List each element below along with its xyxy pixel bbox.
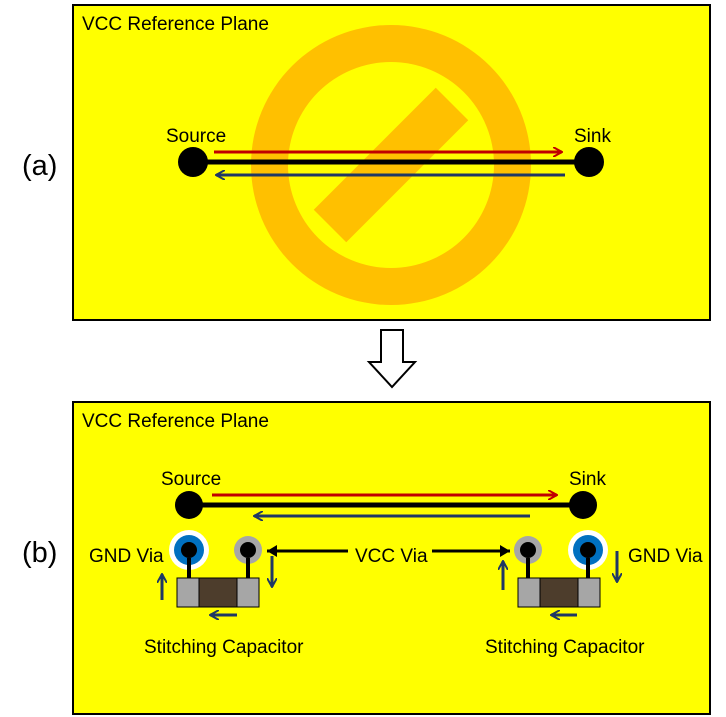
sink-label-b: Sink — [569, 469, 606, 490]
stitching-group-right — [503, 530, 617, 615]
source-label-a: Source — [166, 126, 226, 147]
plane-label-b: VCC Reference Plane — [82, 411, 269, 432]
source-node-b — [175, 491, 203, 519]
panel-tag-b: (b) — [22, 537, 57, 569]
stitching-capacitor-right — [517, 577, 601, 608]
vcc-via-right — [514, 536, 542, 564]
gnd-via-right — [568, 530, 608, 570]
prohibited-sign-icon — [251, 25, 531, 305]
plane-label-a: VCC Reference Plane — [82, 14, 269, 35]
stitching-capacitor-left — [176, 577, 260, 608]
panel-tag-a: (a) — [22, 150, 57, 182]
sink-node-b — [569, 491, 597, 519]
stitching-capacitor-label-left: Stitching Capacitor — [144, 637, 304, 658]
down-arrow-icon — [366, 329, 418, 389]
gnd-via-left — [169, 530, 209, 570]
source-node-a — [178, 147, 208, 177]
stitching-group-left — [162, 530, 272, 615]
vcc-via-label: VCC Via — [355, 546, 428, 567]
panel-a: VCC Reference Plane Source Sink — [72, 4, 711, 321]
gnd-via-label-right: GND Via — [628, 546, 703, 567]
vcc-via-left — [234, 536, 262, 564]
source-label-b: Source — [161, 469, 221, 490]
sink-node-a — [574, 147, 604, 177]
stitching-capacitor-label-right: Stitching Capacitor — [485, 637, 645, 658]
sink-label-a: Sink — [574, 126, 611, 147]
gnd-via-label-left: GND Via — [89, 546, 164, 567]
panel-b: VCC Reference Plane Source Sink — [72, 401, 711, 715]
